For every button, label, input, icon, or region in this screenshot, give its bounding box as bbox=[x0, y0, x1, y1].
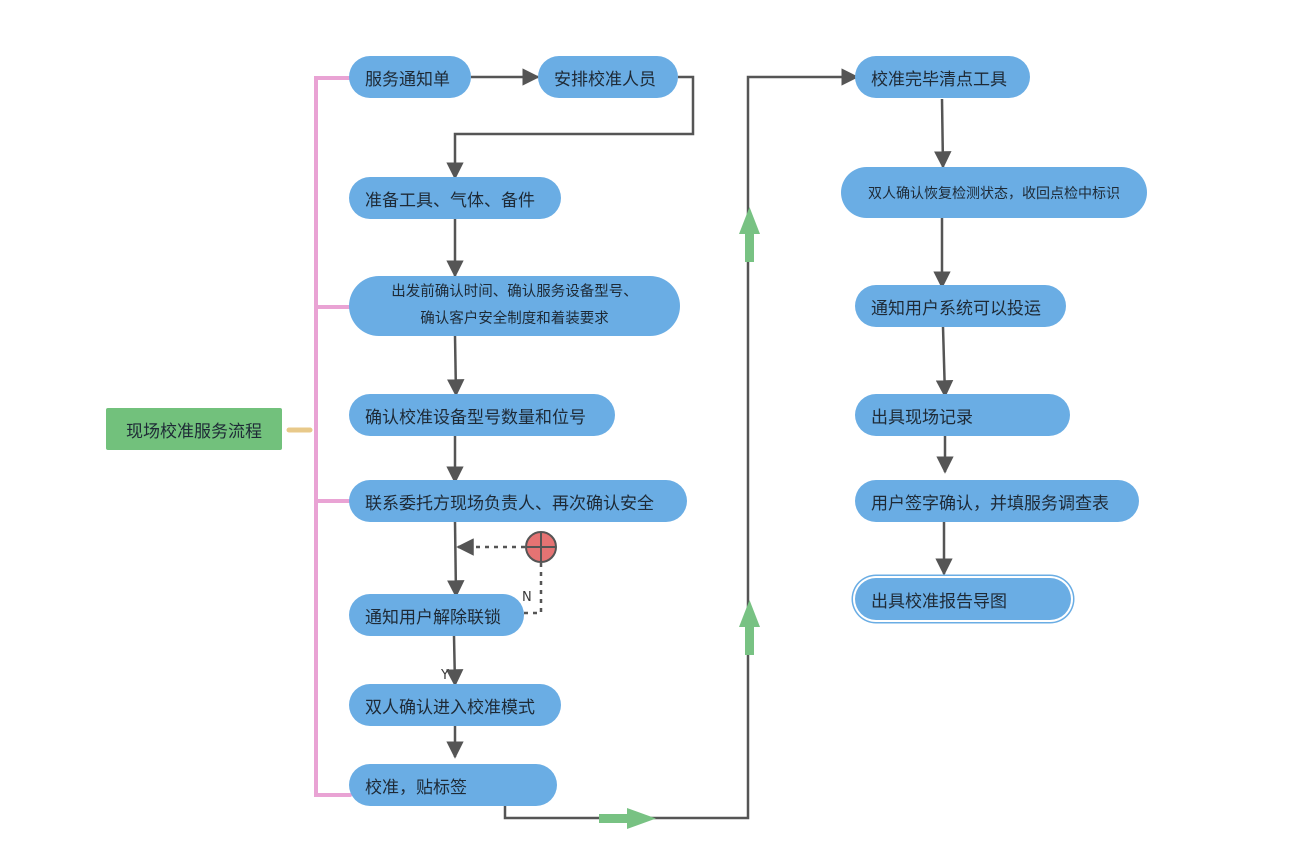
pre-departure-line-2: 确认客户安全制度和着装要求 bbox=[420, 311, 609, 327]
green-arrow-up-lower bbox=[739, 600, 760, 655]
arrow-inventory-to-restore bbox=[934, 98, 952, 169]
node-issue-record[interactable]: 出具现场记录 bbox=[855, 394, 1070, 436]
node-dual-confirm-restore[interactable]: 双人确认恢复检测状态，收回点检中标识 bbox=[841, 167, 1147, 218]
node-prepare-tools[interactable]: 准备工具、气体、备件 bbox=[349, 177, 561, 219]
green-arrow-right bbox=[599, 808, 656, 829]
node-user-sign[interactable]: 用户签字确认，并填服务调查表 bbox=[855, 480, 1139, 522]
arrow-contact-to-unlock bbox=[447, 521, 465, 598]
arrow-operation-to-record bbox=[935, 326, 954, 398]
root-node[interactable]: 现场校准服务流程 bbox=[106, 408, 282, 450]
arrow-unlock-to-mode bbox=[445, 635, 464, 687]
node-service-notice[interactable]: 服务通知单 bbox=[349, 56, 471, 98]
node-pre-departure-check[interactable]: 出发前确认时间、确认服务设备型号、 确认客户安全制度和着装要求 bbox=[349, 276, 680, 336]
node-issue-report[interactable]: 出具校准报告导图 bbox=[855, 578, 1071, 620]
decision-circle bbox=[525, 531, 557, 563]
node-inventory-tools[interactable]: 校准完毕清点工具 bbox=[855, 56, 1030, 98]
pre-departure-line-1: 出发前确认时间、确认服务设备型号、 bbox=[391, 284, 638, 300]
green-arrow-up-upper bbox=[739, 207, 760, 262]
node-notify-operation[interactable]: 通知用户系统可以投运 bbox=[855, 285, 1066, 327]
arrow-staff-to-prepare bbox=[446, 75, 695, 180]
node-confirm-model[interactable]: 确认校准设备型号数量和位号 bbox=[349, 394, 615, 436]
connector-to-right-column bbox=[503, 68, 859, 820]
arrow-predeparture-to-model bbox=[446, 335, 465, 397]
decision-no-loop bbox=[524, 563, 543, 615]
node-arrange-staff[interactable]: 安排校准人员 bbox=[538, 56, 678, 98]
decision-label-yes: Y bbox=[441, 668, 449, 683]
node-calibrate-label[interactable]: 校准，贴标签 bbox=[349, 764, 557, 806]
root-bracket bbox=[314, 76, 352, 797]
node-dual-confirm-mode[interactable]: 双人确认进入校准模式 bbox=[349, 684, 561, 726]
node-contact-client[interactable]: 联系委托方现场负责人、再次确认安全 bbox=[349, 480, 687, 522]
node-notify-unlock[interactable]: 通知用户解除联锁 bbox=[349, 594, 524, 636]
decision-label-no: N bbox=[522, 590, 532, 605]
